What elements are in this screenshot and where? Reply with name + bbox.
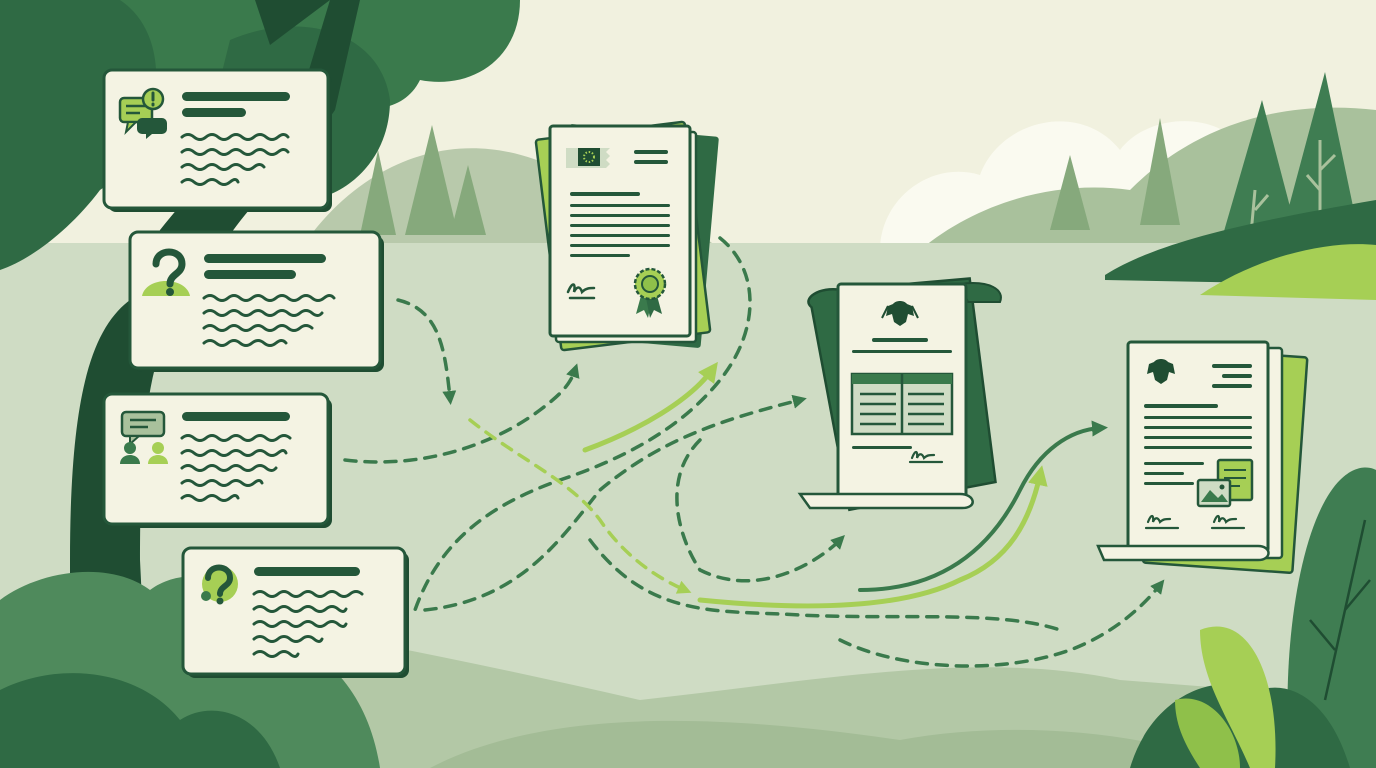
signature-icon [908, 450, 944, 464]
feedback-card-2 [128, 230, 384, 372]
doc-header-line [634, 160, 668, 164]
flow-arrows [343, 236, 1165, 668]
arrow-loop-to-doc3 [675, 438, 845, 583]
award-seal-icon [633, 267, 667, 318]
card-scribble-text [180, 133, 290, 186]
card-title-line [204, 270, 296, 279]
feedback-card-4 [181, 546, 409, 678]
arrow-lime-dashed [468, 418, 692, 594]
card-scribble-text [252, 590, 364, 658]
signature-icon [1144, 514, 1180, 530]
right-foliage [1130, 467, 1376, 768]
forest-trees-right [1220, 72, 1360, 246]
doc-title-line [872, 338, 928, 342]
leaf-lime-2 [1175, 698, 1240, 768]
card-title-line [182, 92, 290, 101]
eu-flag-icon [566, 148, 610, 168]
arrow-solid-to-doc3 [858, 420, 1108, 592]
federal-eagle-icon [881, 301, 919, 326]
distant-trees-left [360, 125, 486, 235]
doc-text-lines [1144, 404, 1252, 485]
signature-icon [1210, 514, 1246, 530]
doc-text-lines [570, 192, 670, 257]
doc-header-line [634, 150, 668, 154]
lime-bank-right [1200, 244, 1376, 300]
bush-bottom-left-dark [0, 673, 280, 768]
arrow-lime-to-doc3 [697, 465, 1048, 609]
arrow-card2-down [396, 298, 457, 405]
document-draft-eu [534, 120, 719, 352]
doc-table [850, 372, 954, 436]
arrow-card4-to-doc2 [423, 394, 807, 612]
signature-icon [566, 283, 596, 300]
arrow-bottom-to-doc3 [838, 579, 1165, 668]
tree-canopy-left [0, 0, 157, 270]
card-title-line [254, 567, 360, 576]
arrow-card3-to-doc1 [343, 363, 580, 464]
document-federal-scroll [797, 277, 1002, 512]
image-and-note-icon [1196, 458, 1254, 508]
tree-branch [255, 0, 330, 45]
bush-bottom-right [1287, 467, 1376, 768]
arrow-long-bottom [588, 538, 1062, 632]
leaf-lime-1 [1200, 626, 1276, 768]
distant-trees-right [1050, 118, 1180, 230]
card-title-line [182, 412, 290, 421]
card-scribble-text [202, 294, 336, 347]
doc-header-lines [1212, 364, 1252, 388]
doc-text-line [852, 350, 952, 353]
federal-eagle-icon [1147, 359, 1175, 384]
leaf-veins [1309, 519, 1371, 701]
doc-text-line [852, 446, 912, 449]
meadow-hill-mid [430, 720, 1240, 768]
question-mark-icon [142, 248, 190, 296]
speech-bubble-exclamation-icon [118, 87, 167, 139]
document-final-law [1096, 340, 1309, 575]
card-title-line [182, 108, 246, 117]
card-title-line [204, 254, 326, 263]
left-tree [0, 0, 520, 768]
people-chat-icon [120, 410, 168, 464]
feedback-card-3 [102, 392, 332, 528]
question-mark-icon [201, 564, 238, 605]
feedback-card-1 [102, 68, 332, 212]
card-scribble-text [180, 434, 292, 502]
arrow-doc1-down [413, 236, 752, 612]
arrow-lime-to-doc1 [582, 361, 718, 453]
